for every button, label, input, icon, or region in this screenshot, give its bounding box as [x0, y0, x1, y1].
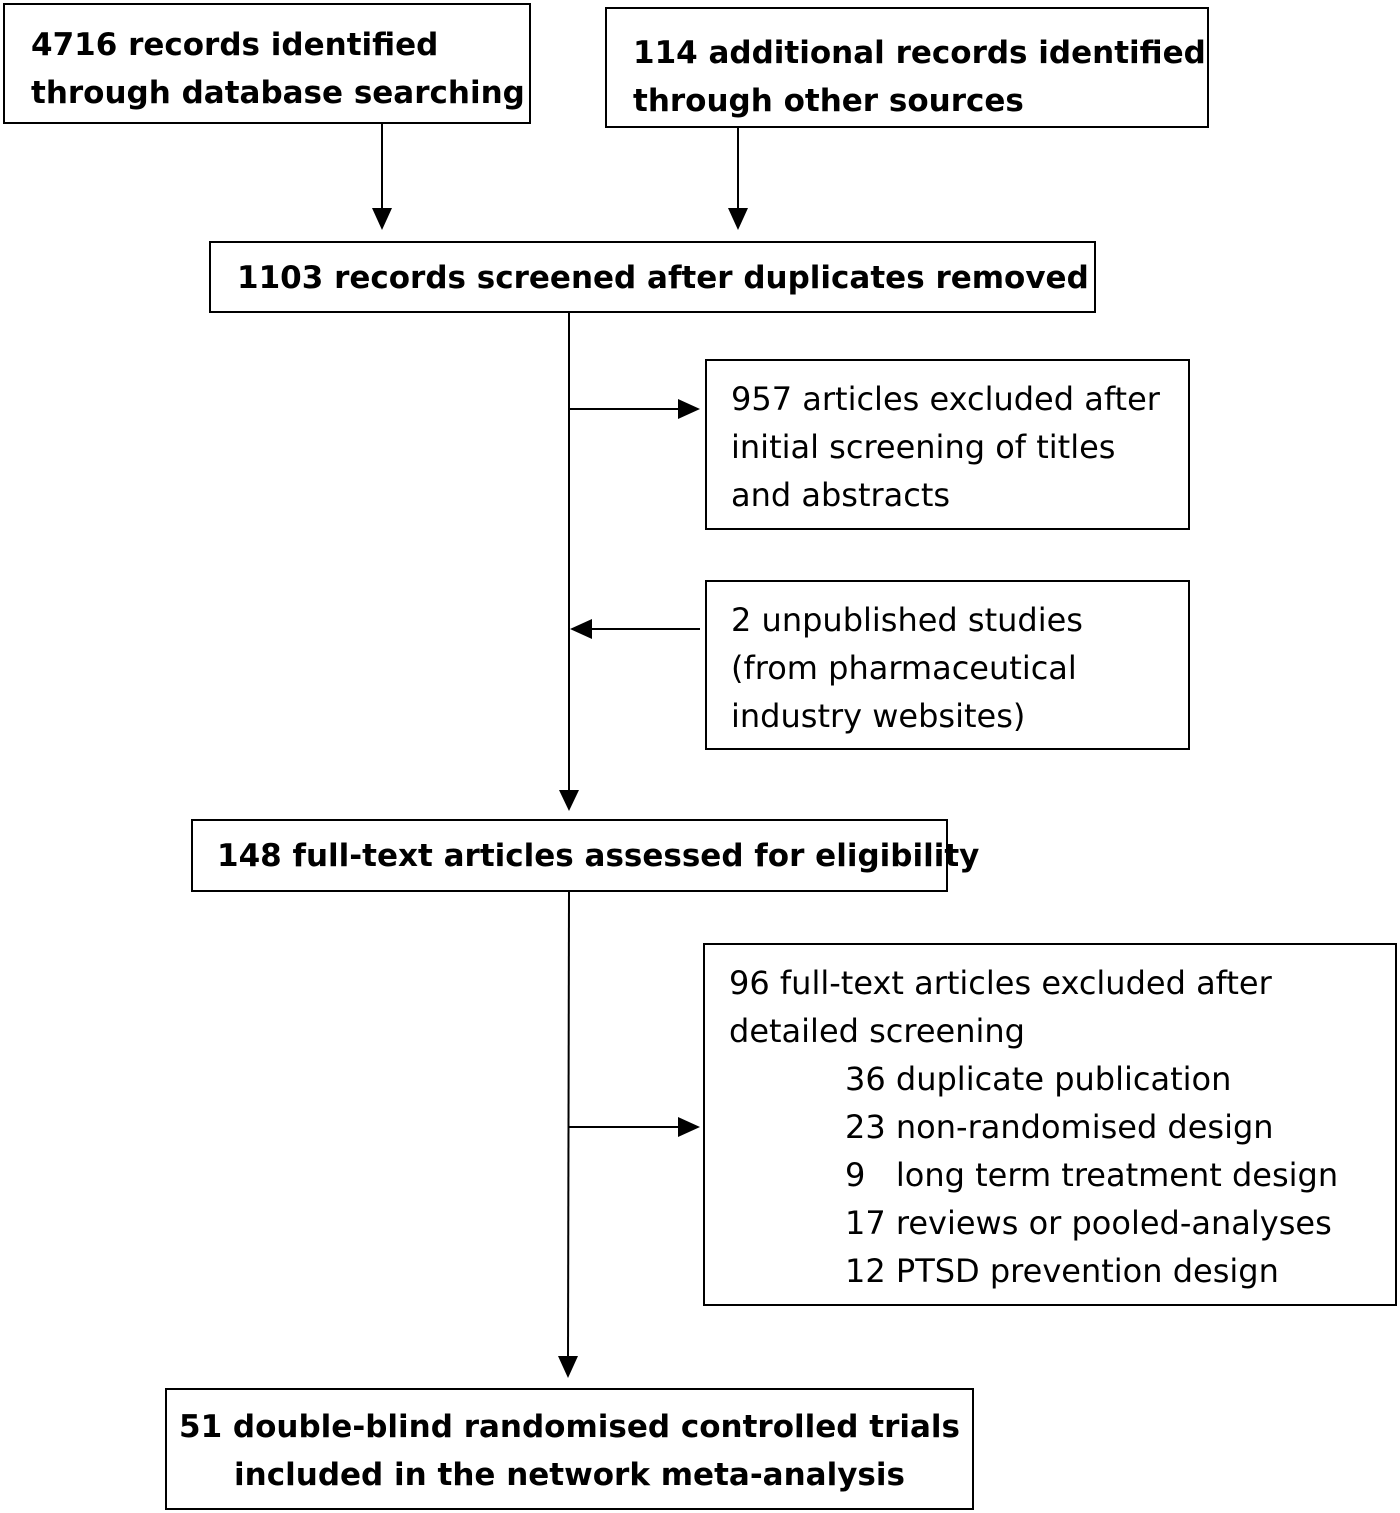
excluded-detailed-box: 96 full-text articles excluded after det… — [703, 943, 1397, 1306]
box-text-line: 1103 records screened after duplicates r… — [237, 260, 1089, 296]
box-text-line: initial screening of titles — [731, 428, 1116, 466]
box-text-line: 2 unpublished studies — [731, 601, 1083, 639]
box-text-line: 148 full-text articles assessed for elig… — [217, 838, 980, 874]
box-text-line: 114 additional records identified — [633, 35, 1206, 71]
box-text-line: included in the network meta-analysis — [234, 1457, 905, 1493]
arrowhead-down-database — [372, 208, 392, 230]
arrowhead-right-excluded-initial — [678, 399, 700, 419]
records-other-sources-box: 114 additional records identified throug… — [605, 7, 1209, 128]
included-trials-box: 51 double-blind randomised controlled tr… — [165, 1388, 974, 1510]
arrowhead-right-excluded-detailed — [678, 1117, 700, 1137]
main-line-full-to-included — [567, 891, 570, 1361]
records-screened-box: 1103 records screened after duplicates r… — [209, 241, 1096, 313]
box-text-line: 51 double-blind randomised controlled tr… — [179, 1409, 960, 1445]
box-text-line: through database searching — [31, 75, 525, 111]
box-text-line: 96 full-text articles excluded after — [729, 964, 1272, 1002]
arrowhead-down-full — [559, 790, 579, 811]
excluded-initial-box: 957 articles excluded after initial scre… — [705, 359, 1190, 530]
exclusion-reason: 12 PTSD prevention design — [845, 1252, 1279, 1290]
arrowhead-left-unpublished — [570, 619, 592, 639]
box-text-line: detailed screening — [729, 1012, 1025, 1050]
box-text-line: industry websites) — [731, 697, 1026, 735]
unpublished-studies-box: 2 unpublished studies (from pharmaceutic… — [705, 580, 1190, 750]
box-text-line: and abstracts — [731, 476, 951, 514]
box-text-line: 957 articles excluded after — [731, 380, 1160, 418]
exclusion-reason: 17 reviews or pooled-analyses — [845, 1204, 1332, 1242]
records-database-box: 4716 records identified through database… — [3, 3, 531, 124]
full-text-assessed-box: 148 full-text articles assessed for elig… — [191, 819, 980, 892]
exclusion-reason: 23 non-randomised design — [845, 1108, 1274, 1146]
box-text-line: through other sources — [633, 83, 1024, 119]
arrowhead-down-other — [728, 208, 748, 230]
exclusion-reason: 36 duplicate publication — [845, 1060, 1232, 1098]
box-text-line: (from pharmaceutical — [731, 649, 1077, 687]
exclusion-reason: 9 long term treatment design — [845, 1156, 1339, 1194]
box-text-line: 4716 records identified — [31, 27, 439, 63]
arrowhead-down-included — [558, 1356, 578, 1378]
